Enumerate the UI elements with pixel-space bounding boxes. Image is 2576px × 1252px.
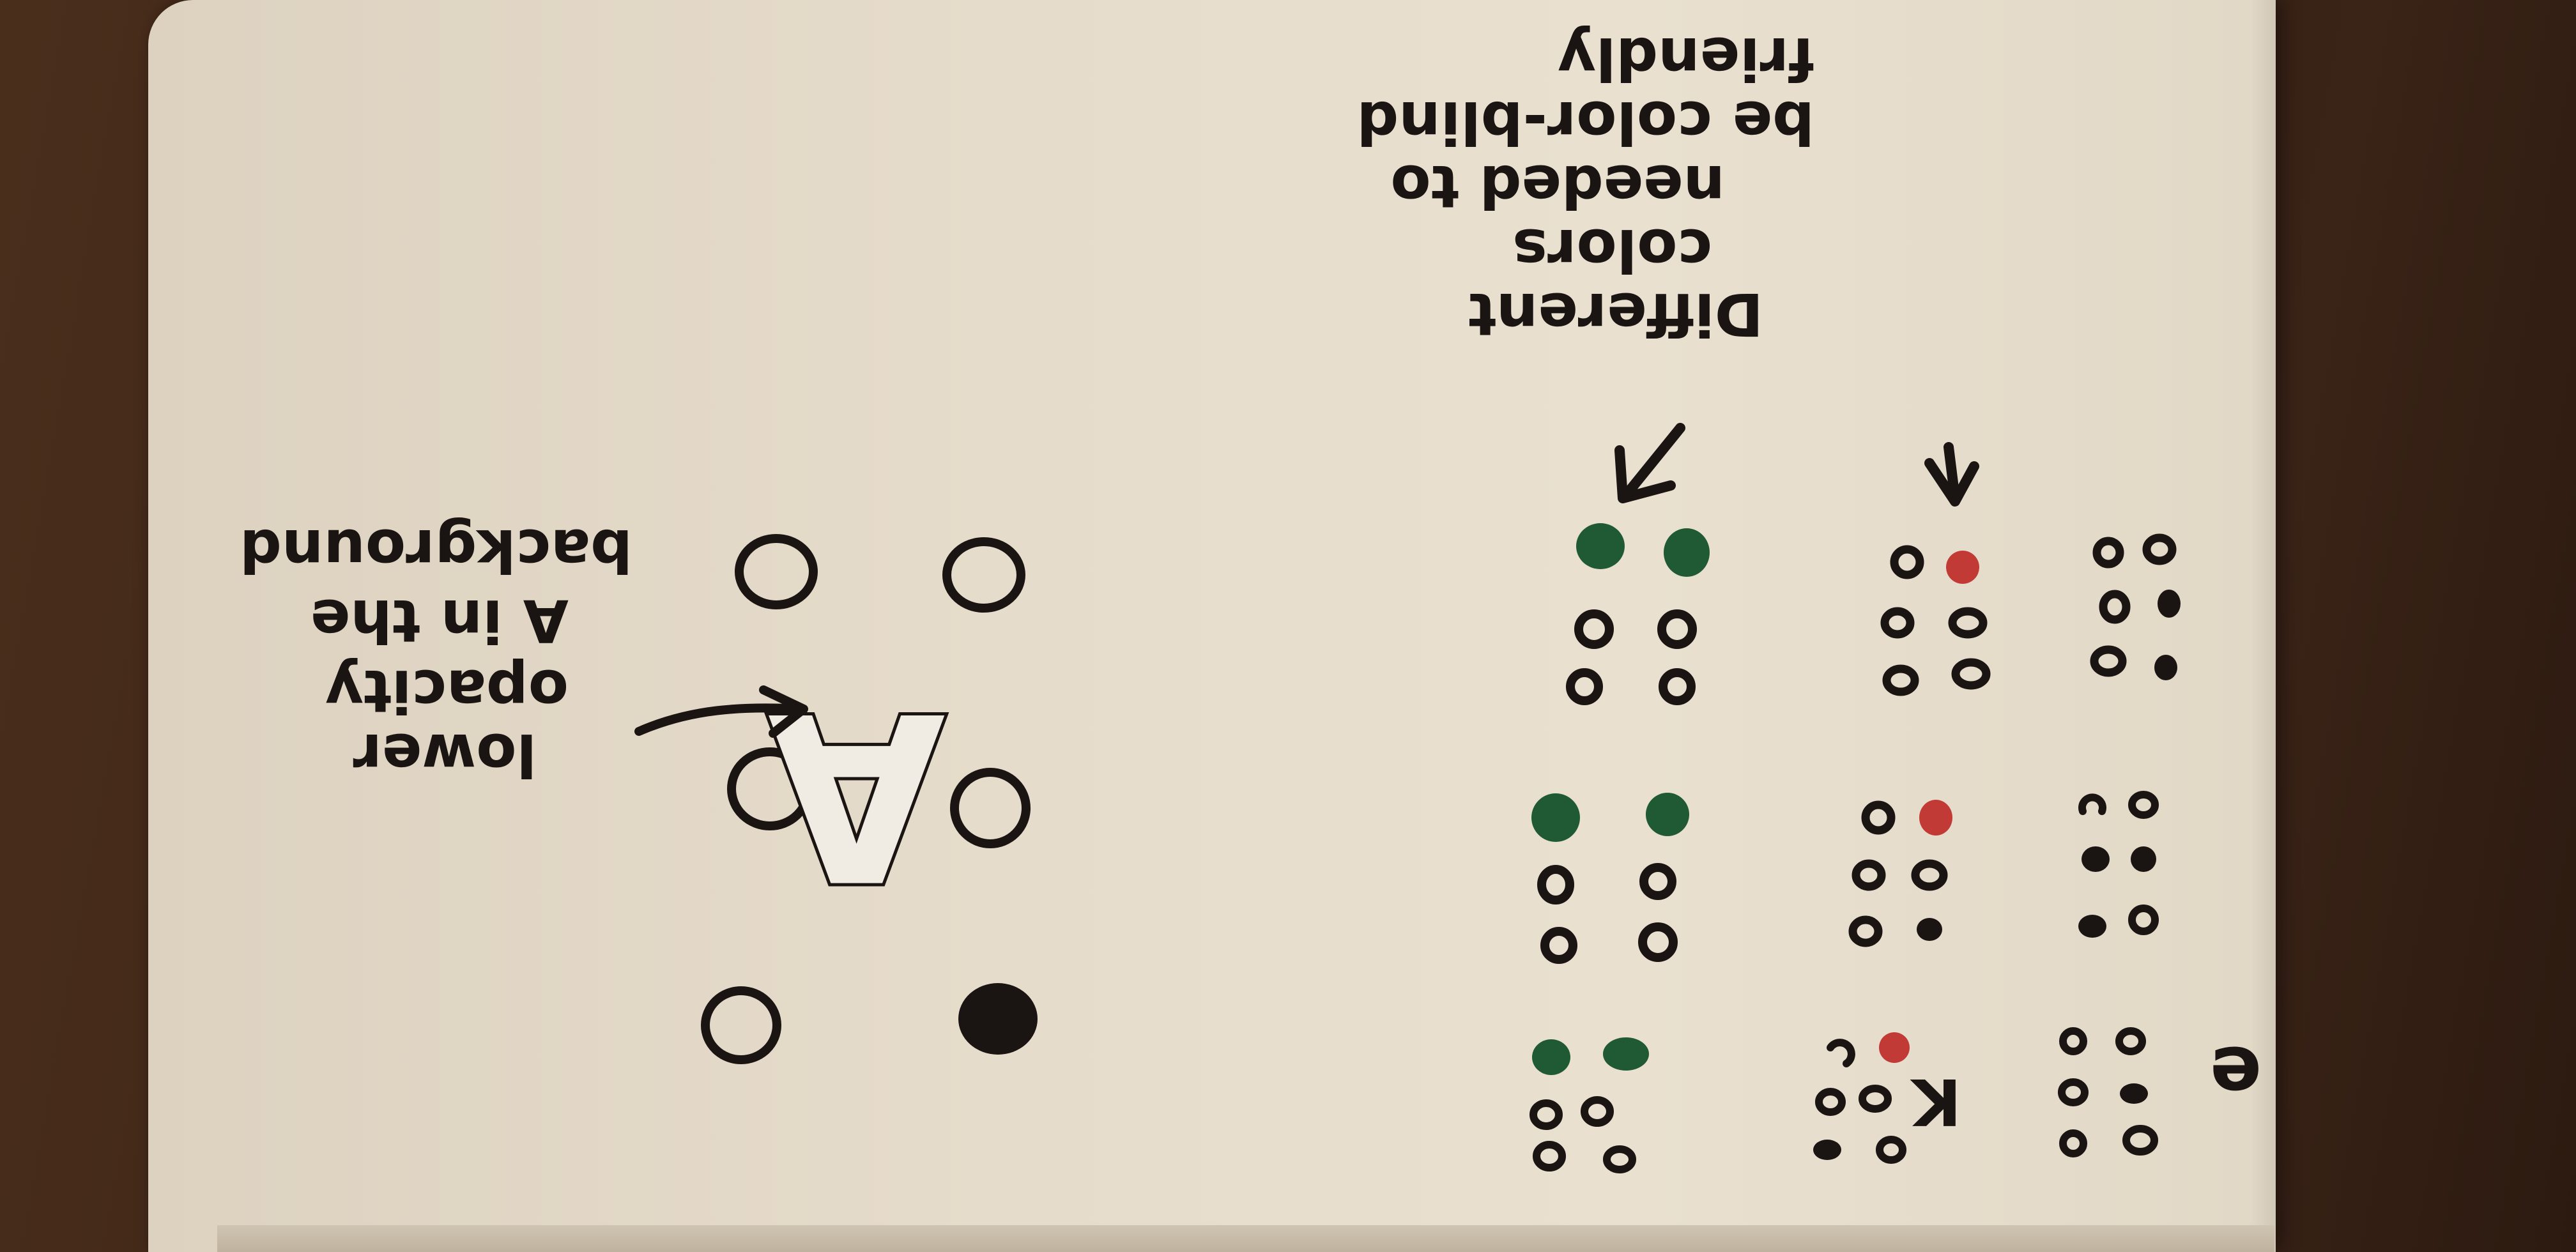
opacity-note-line-1: lower xyxy=(353,721,537,789)
arrow-icon xyxy=(1924,442,1979,507)
large-letter-a: A xyxy=(763,658,949,932)
large-braille-cell xyxy=(701,534,1038,1064)
cell-black-3 xyxy=(2058,1027,2158,1157)
cell-green-1 xyxy=(1566,523,1710,705)
letter-e: e xyxy=(2210,1029,2262,1118)
cell-red-3: K xyxy=(1813,1032,1961,1164)
arrow-icon xyxy=(634,685,808,738)
cell-green-3 xyxy=(1529,1037,1649,1173)
opacity-note-line-2: opacity xyxy=(325,657,569,725)
note-line-2: colors xyxy=(1512,216,1712,284)
annotation-opacity-note: lower opacity A in the background xyxy=(240,516,632,789)
note-line-4: be color-blind xyxy=(1356,88,1814,156)
arrow-icon xyxy=(1614,423,1685,503)
opacity-note-line-3: A in the xyxy=(310,586,569,655)
cell-green-2 xyxy=(1531,793,1689,964)
sketchbook-page xyxy=(148,0,2276,1252)
note-line-5: friendly xyxy=(1558,24,1814,93)
page-edge xyxy=(217,1225,2274,1252)
note-line-1: Different xyxy=(1468,280,1763,348)
cell-black-1 xyxy=(2090,533,2181,680)
cell-black-2 xyxy=(2078,791,2159,938)
letter-k: K xyxy=(1910,1064,1961,1139)
cell-red-2 xyxy=(1848,800,1952,947)
annotation-colors-note: Different colors needed to be color-blin… xyxy=(1356,24,1814,348)
opacity-note-line-4: background xyxy=(240,516,632,584)
letter-e-group: e xyxy=(2210,1029,2262,1118)
svg-text:A: A xyxy=(766,661,946,929)
note-line-3: needed to xyxy=(1390,152,1725,220)
cell-red-1 xyxy=(1880,545,1991,696)
